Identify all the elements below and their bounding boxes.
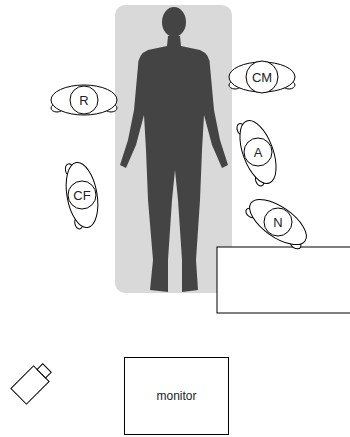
staff-label: CM <box>252 70 272 85</box>
patient-silhouette <box>120 36 228 292</box>
staff-member: CF <box>40 153 124 237</box>
instrument-table <box>217 247 350 313</box>
staff-label: A <box>254 145 263 160</box>
staff-member: N <box>236 180 320 264</box>
staff-label: N <box>273 215 282 230</box>
staff-member: CM <box>220 35 304 119</box>
box-label: monitor <box>156 389 196 403</box>
staff-label: CF <box>73 188 90 203</box>
patient-head <box>162 7 186 37</box>
monitor-box: monitor <box>124 357 229 435</box>
staff-member: A <box>216 110 300 194</box>
operating-table <box>115 5 232 293</box>
staff-label: R <box>79 93 88 108</box>
camera-icon <box>11 360 55 404</box>
staff-member: R <box>42 58 126 142</box>
